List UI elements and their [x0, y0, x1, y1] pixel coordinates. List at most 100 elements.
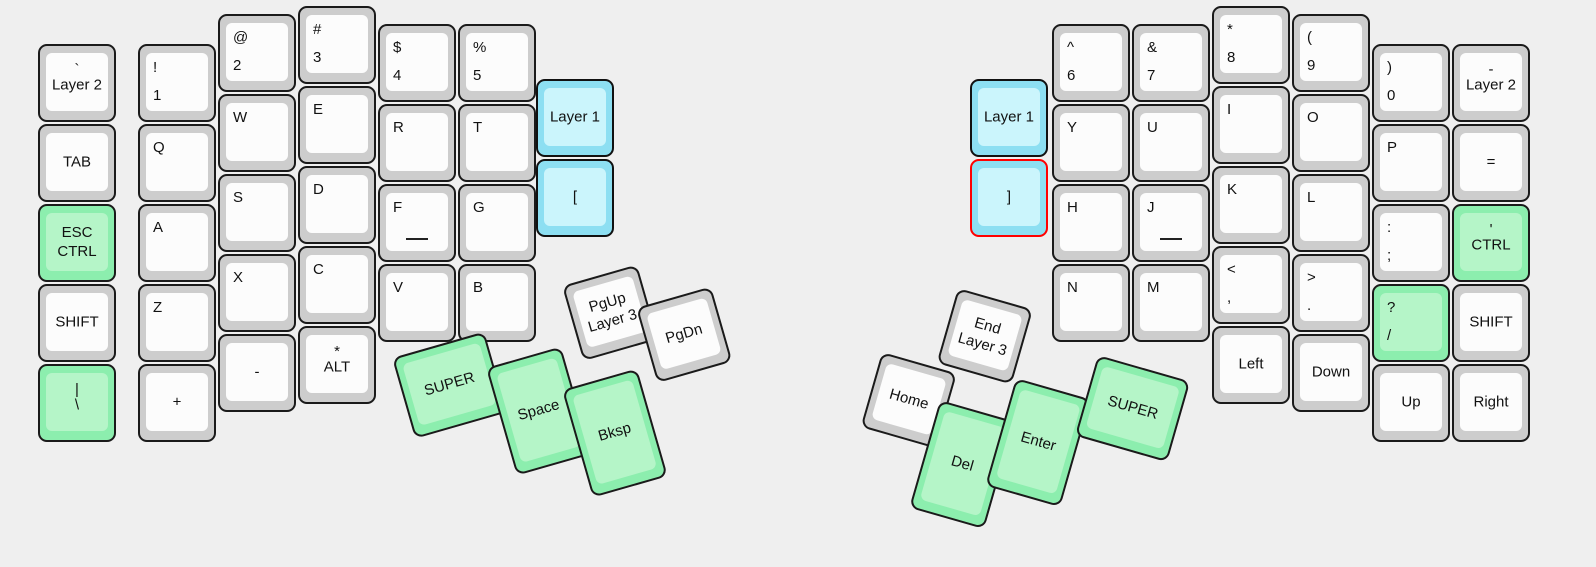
key-d[interactable]: D [298, 166, 376, 244]
key-j[interactable]: J [1132, 184, 1210, 262]
key-caret-6[interactable]: ^6 [1052, 24, 1130, 102]
key-gt-period[interactable]: >. [1292, 254, 1370, 332]
key-legend-main: S [233, 189, 244, 206]
key-v[interactable]: V [378, 264, 456, 342]
key-cap: %5 [466, 33, 528, 91]
key-c[interactable]: C [298, 246, 376, 324]
key-t[interactable]: T [458, 104, 536, 182]
key-n[interactable]: N [1052, 264, 1130, 342]
key-i[interactable]: I [1212, 86, 1290, 164]
key-quote-ctrl[interactable]: 'CTRL [1452, 204, 1530, 282]
key-enter[interactable]: Enter [985, 378, 1091, 508]
key-percent-5[interactable]: %5 [458, 24, 536, 102]
key-w[interactable]: W [218, 94, 296, 172]
key-cap: + [146, 373, 208, 431]
key-layer2-backtick[interactable]: `Layer 2 [38, 44, 116, 122]
key-cap: X [226, 263, 288, 321]
key-amp-7[interactable]: &7 [1132, 24, 1210, 102]
key-equals[interactable]: = [1452, 124, 1530, 202]
key-legend-main: Z [153, 299, 163, 316]
key-cap: M [1140, 273, 1202, 331]
key-legend-main: ] [1006, 188, 1012, 206]
key-legend-main: T [473, 119, 483, 136]
key-legend-main: 1 [153, 87, 162, 104]
key-legend-main: Layer 2 [51, 76, 103, 94]
key-bang-1[interactable]: !1 [138, 44, 216, 122]
key-bksp[interactable]: Bksp [562, 368, 668, 498]
key-lt-comma[interactable]: <, [1212, 246, 1290, 324]
key-m[interactable]: M [1132, 264, 1210, 342]
key-b[interactable]: B [458, 264, 536, 342]
key-u[interactable]: U [1132, 104, 1210, 182]
key-x[interactable]: X [218, 254, 296, 332]
key-legend-shifted: ( [1307, 29, 1312, 46]
key-star-8[interactable]: *8 [1212, 6, 1290, 84]
key-bracket-open[interactable]: [ [536, 159, 614, 237]
key-right-arrow[interactable]: Right [1452, 364, 1530, 442]
key-legend-shifted: ! [153, 59, 158, 76]
key-plus[interactable]: + [138, 364, 216, 442]
key-layer1-right[interactable]: Layer 1 [970, 79, 1048, 157]
key-tab[interactable]: TAB [38, 124, 116, 202]
key-bracket-close[interactable]: ] [970, 159, 1048, 237]
key-alt-left[interactable]: *ALT [298, 326, 376, 404]
key-l[interactable]: L [1292, 174, 1370, 252]
key-cap: F [386, 193, 448, 251]
key-cap: - [226, 343, 288, 401]
key-legend-main: D [313, 181, 324, 198]
key-cap: PgDn [646, 297, 722, 371]
key-pgdn[interactable]: PgDn [636, 286, 733, 383]
key-legend-main: Left [1238, 355, 1264, 373]
key-legend-main: Up [1401, 393, 1421, 411]
key-cap: :; [1380, 213, 1442, 271]
key-shift-right[interactable]: SHIFT [1452, 284, 1530, 362]
key-legend-main: SUPER [1105, 392, 1161, 423]
key-p[interactable]: P [1372, 124, 1450, 202]
key-k[interactable]: K [1212, 166, 1290, 244]
key-r[interactable]: R [378, 104, 456, 182]
key-down-arrow[interactable]: Down [1292, 334, 1370, 412]
key-cap: Left [1220, 335, 1282, 393]
key-minus-layer2[interactable]: -Layer 2 [1452, 44, 1530, 122]
key-legend-main: 3 [313, 49, 322, 66]
key-super-right[interactable]: SUPER [1074, 355, 1191, 463]
key-cap: ^6 [1060, 33, 1122, 91]
key-shift-left[interactable]: SHIFT [38, 284, 116, 362]
key-legend-shifted: > [1307, 269, 1316, 286]
key-question-slash[interactable]: ?/ [1372, 284, 1450, 362]
key-z[interactable]: Z [138, 284, 216, 362]
key-h[interactable]: H [1052, 184, 1130, 262]
key-a[interactable]: A [138, 204, 216, 282]
key-colon-semicolon[interactable]: :; [1372, 204, 1450, 282]
key-o[interactable]: O [1292, 94, 1370, 172]
key-at-2[interactable]: @2 [218, 14, 296, 92]
key-paren-open-9[interactable]: (9 [1292, 14, 1370, 92]
key-hash-3[interactable]: #3 [298, 6, 376, 84]
key-layer1-left[interactable]: Layer 1 [536, 79, 614, 157]
key-legend-shifted: $ [393, 39, 402, 56]
key-legend-main: Layer 1 [549, 108, 601, 126]
key-q[interactable]: Q [138, 124, 216, 202]
key-cap: 'CTRL [1460, 213, 1522, 271]
key-cap: SHIFT [46, 293, 108, 351]
key-left-arrow[interactable]: Left [1212, 326, 1290, 404]
key-legend-main: Bksp [596, 419, 634, 445]
key-up-arrow[interactable]: Up [1372, 364, 1450, 442]
key-g[interactable]: G [458, 184, 536, 262]
key-e[interactable]: E [298, 86, 376, 164]
key-legend-main: O [1307, 109, 1319, 126]
key-dollar-4[interactable]: $4 [378, 24, 456, 102]
key-legend-main: Right [1473, 393, 1509, 411]
key-f[interactable]: F [378, 184, 456, 262]
key-paren-close-0[interactable]: )0 [1372, 44, 1450, 122]
key-s[interactable]: S [218, 174, 296, 252]
key-pipe-backslash[interactable]: |\ [38, 364, 116, 442]
key-legend-main: 8 [1227, 49, 1236, 66]
key-minus[interactable]: - [218, 334, 296, 412]
key-legend-main: C [313, 261, 324, 278]
key-cap: SUPER [1085, 365, 1181, 450]
key-y[interactable]: Y [1052, 104, 1130, 182]
